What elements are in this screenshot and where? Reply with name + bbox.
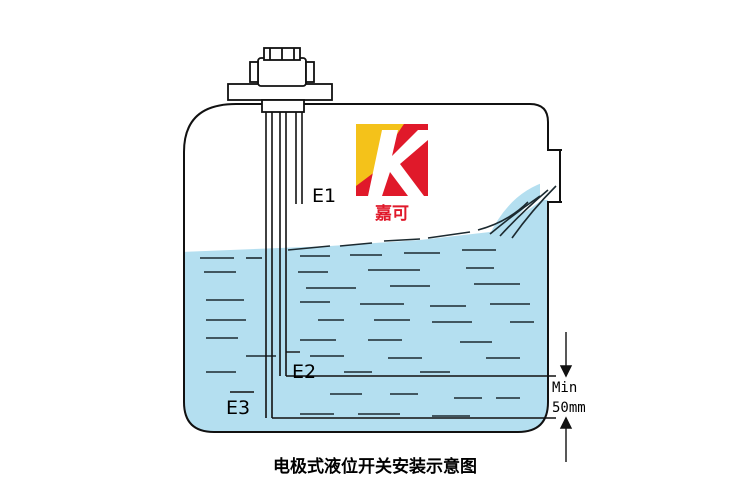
tank-outline — [183, 103, 561, 433]
distance-label: 50mm — [552, 400, 586, 416]
min-dimension — [559, 332, 573, 462]
liquid-texture — [200, 249, 534, 417]
electrode-e1-label: E1 — [312, 185, 336, 207]
sensor-head — [227, 47, 333, 113]
electrode-rods — [265, 112, 303, 418]
liquid-body — [184, 192, 548, 432]
logo-text: 嘉可 — [374, 203, 409, 224]
electrode-e2-label: E2 — [292, 361, 316, 383]
liquid-surface-dashes — [287, 185, 557, 251]
diagram-caption: 电极式液位开关安装示意图 — [273, 457, 477, 477]
electrode-e3-label: E3 — [226, 397, 250, 419]
min-label: Min — [552, 380, 577, 396]
brand-logo: 嘉可 — [356, 124, 428, 224]
